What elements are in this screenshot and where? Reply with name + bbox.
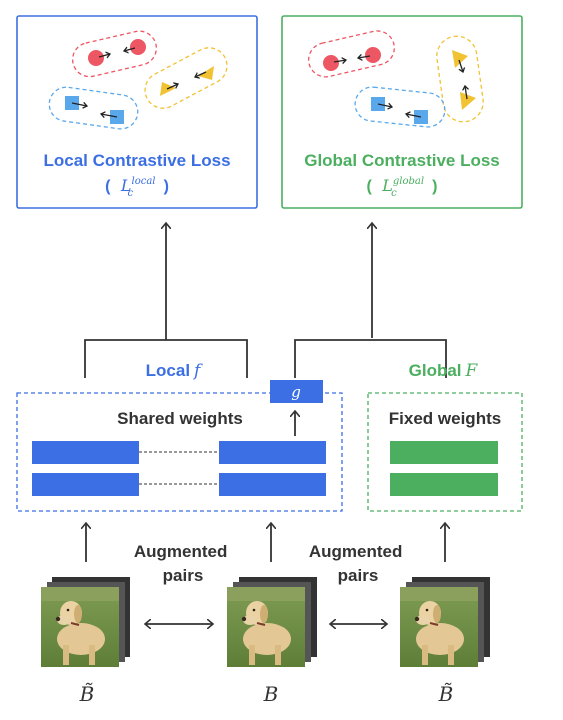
global-yellow-pair-icon bbox=[436, 35, 484, 123]
global-encoder-layer-2 bbox=[390, 473, 498, 496]
fixed-weights-block: Fixed weights bbox=[367, 392, 523, 512]
left-image-label: B̃ bbox=[79, 682, 95, 706]
fixed-weights-title: Fixed weights bbox=[389, 409, 501, 428]
shared-weights-title: Shared weights bbox=[117, 409, 243, 428]
right-augmented-image-stack bbox=[399, 577, 490, 668]
center-original-image-stack bbox=[226, 577, 317, 668]
global-encoder-layer-1 bbox=[390, 441, 498, 464]
shared-encoder-layer-2 bbox=[219, 473, 326, 496]
local-blue-pair-icon bbox=[48, 86, 139, 130]
local-red-pair-icon bbox=[71, 30, 157, 78]
local-loss-title: Local Contrastive Loss bbox=[43, 151, 230, 170]
local-encoder-layer-2 bbox=[32, 473, 139, 496]
left-augmented-image-stack bbox=[40, 577, 130, 668]
local-yellow-pair-icon bbox=[144, 47, 228, 109]
augmented-pairs-left-label: Augmented pairs bbox=[134, 542, 232, 585]
augmented-pairs-right-label: Augmented pairs bbox=[309, 542, 407, 585]
global-red-pair-icon bbox=[308, 30, 395, 78]
center-image-label: B bbox=[263, 682, 279, 706]
local-encoder-layer-1 bbox=[32, 441, 139, 464]
shared-weights-block: Shared weights bbox=[16, 392, 343, 512]
right-image-label: B̃ bbox=[438, 682, 454, 706]
projection-head-g: g bbox=[270, 380, 323, 403]
global-loss-title: Global Contrastive Loss bbox=[304, 151, 500, 170]
global-blue-pair-icon bbox=[354, 86, 446, 128]
svg-text:g: g bbox=[291, 383, 301, 401]
shared-encoder-layer-1 bbox=[219, 441, 326, 464]
global-bracket bbox=[294, 339, 447, 378]
